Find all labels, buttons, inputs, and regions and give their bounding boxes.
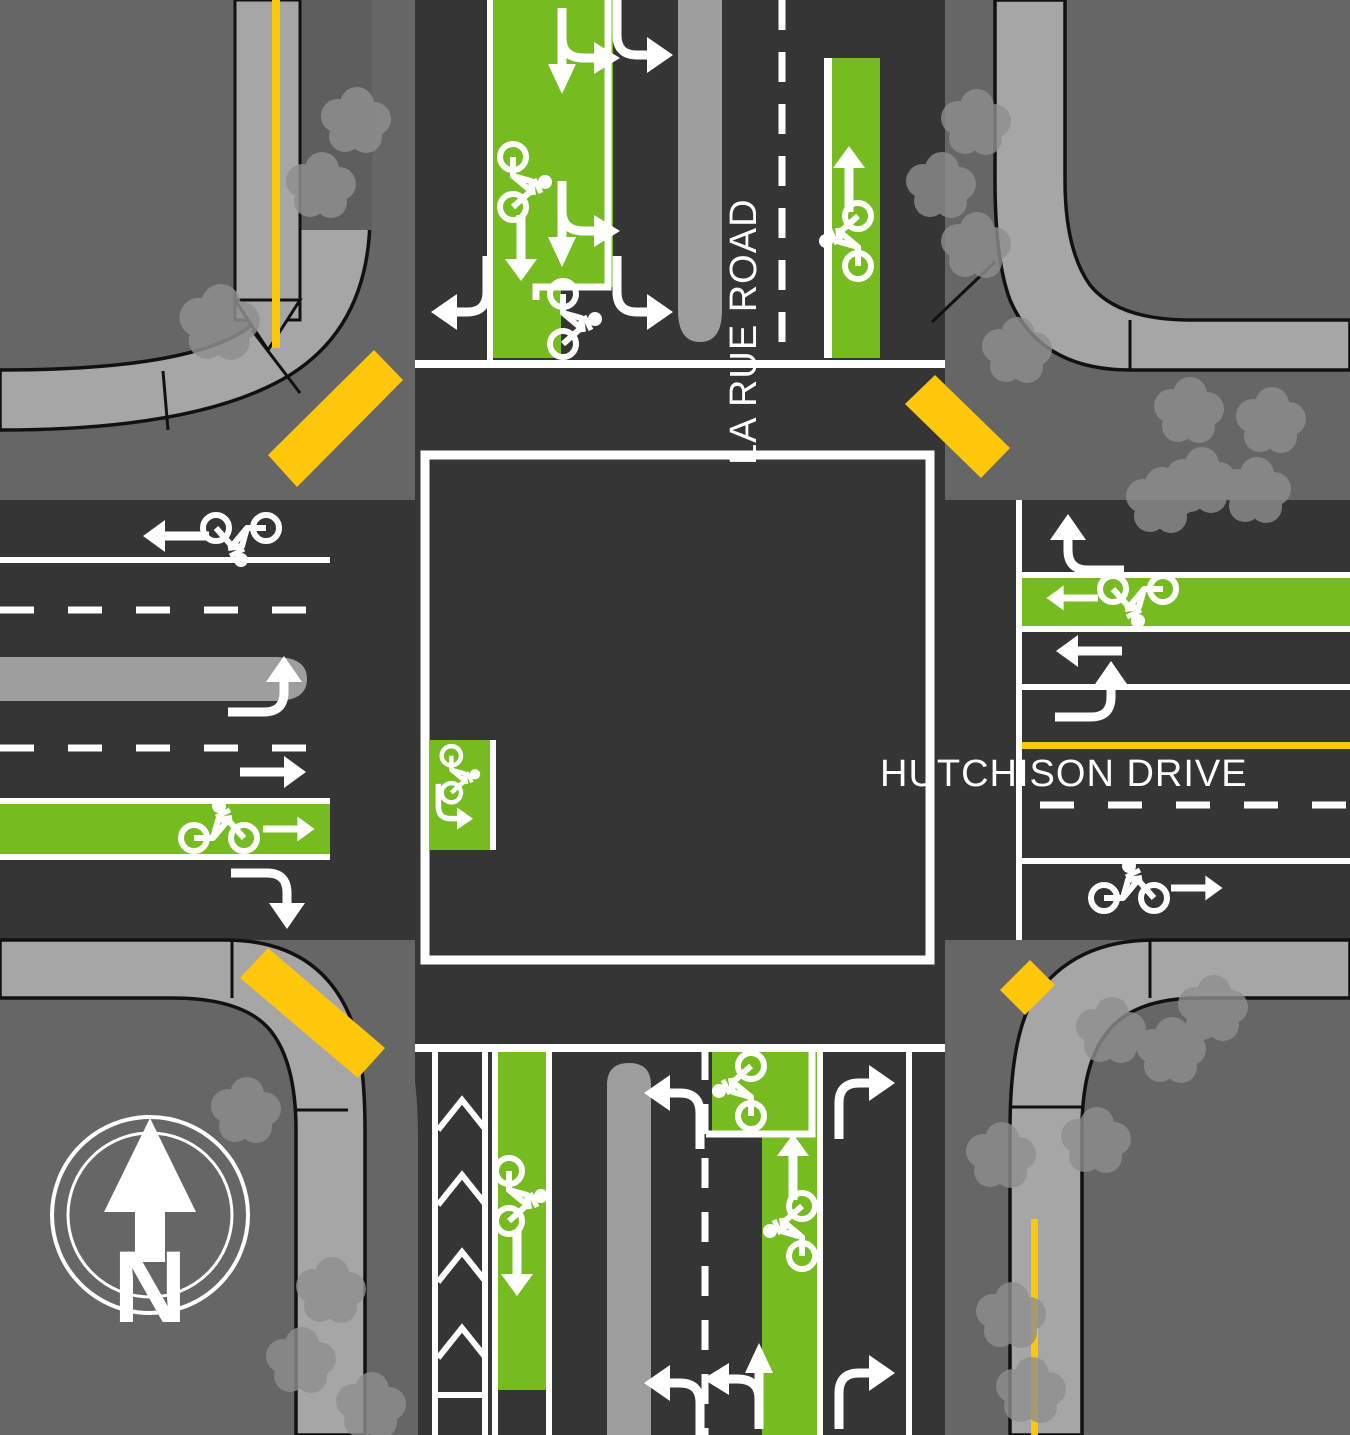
approach-east: HUTCHISON DRIVE bbox=[880, 500, 1350, 940]
dashed-lane-line bbox=[0, 606, 330, 752]
approach-south bbox=[432, 1050, 912, 1435]
chevron-hatching-icon bbox=[435, 1095, 489, 1398]
approach-north: LA RUE ROAD bbox=[431, 0, 880, 465]
median-island-north bbox=[678, 0, 722, 342]
street-label-hutchison-drive: HUTCHISON DRIVE bbox=[880, 753, 1248, 795]
street-label-la-rue-road: LA RUE ROAD bbox=[723, 198, 765, 465]
curb-ramp-southeast bbox=[1000, 960, 1055, 1015]
corner-southeast bbox=[945, 938, 1350, 1435]
stop-bars bbox=[415, 360, 945, 1052]
compass-label: N bbox=[113, 1230, 187, 1344]
lane-line bbox=[1018, 572, 1350, 578]
corner-southwest: N bbox=[0, 938, 418, 1435]
median-island-west bbox=[0, 657, 307, 701]
compass-arrow-icon bbox=[104, 1118, 196, 1262]
curb-ramp-northeast bbox=[905, 375, 1010, 478]
bike-lane-north-northbound bbox=[832, 58, 880, 358]
lane-line bbox=[487, 0, 493, 360]
curb-ramp-southwest bbox=[240, 948, 385, 1078]
path-line-yellow bbox=[272, 0, 280, 348]
intersection-box bbox=[420, 450, 935, 965]
bike-lane-east-westbound bbox=[1018, 578, 1350, 626]
lane-line bbox=[706, 1050, 816, 1138]
lane-line bbox=[0, 557, 330, 563]
corner-northwest bbox=[0, 0, 415, 500]
corner-northeast bbox=[905, 0, 1350, 533]
median-island-south bbox=[607, 1063, 651, 1435]
center-line-yellow bbox=[1018, 742, 1350, 749]
curb-ramp-northwest bbox=[268, 350, 403, 487]
compass-rose: N bbox=[50, 1115, 250, 1344]
approach-west bbox=[0, 515, 330, 929]
